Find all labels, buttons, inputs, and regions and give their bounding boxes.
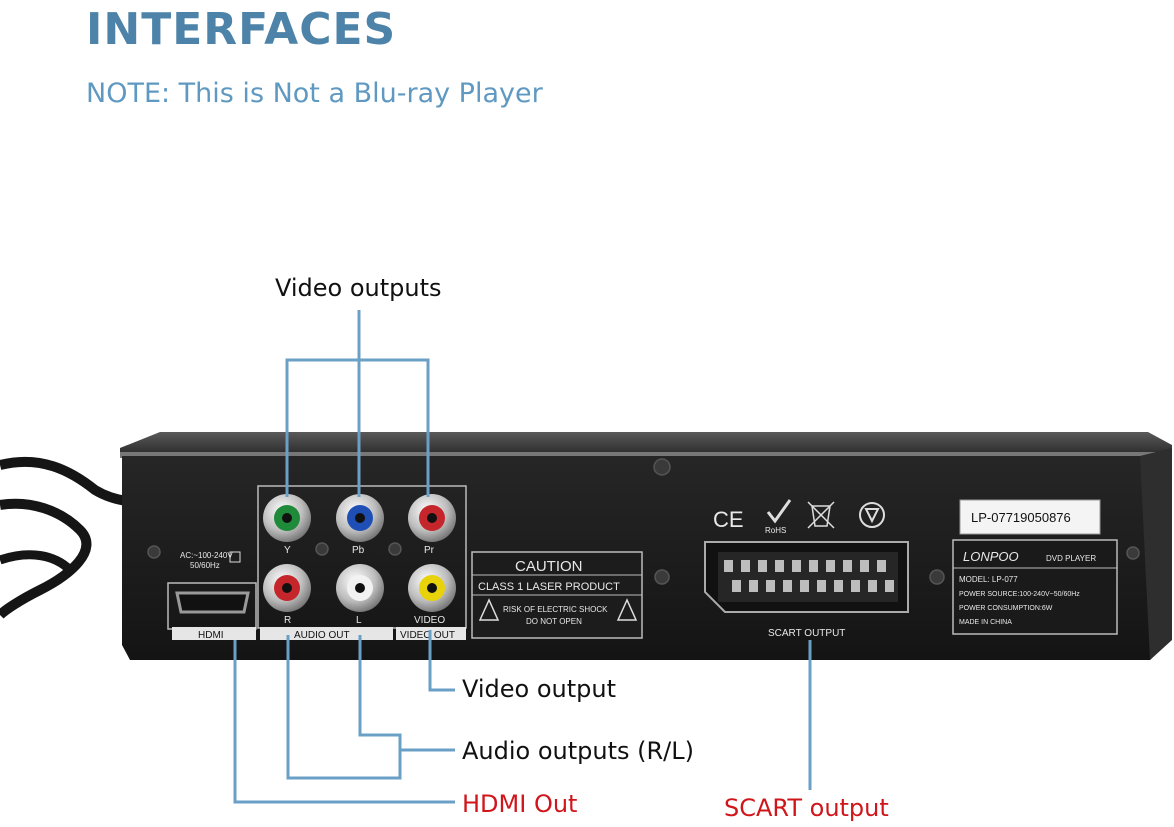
callout-audio-outputs: Audio outputs (R/L) [462,737,694,765]
scart-pin [741,560,750,572]
scart-pin [868,580,877,592]
scart-pin [732,580,741,592]
jack-y [263,494,311,542]
rohs-mark: RoHS [765,526,786,535]
recycle-icon [859,502,885,528]
jack-pr-label: Pr [424,545,435,556]
rohs-check-icon [766,499,792,524]
leader-audio-outputs [286,635,455,780]
double-insulation-icon [229,551,241,563]
jack-pb-label: Pb [352,545,365,556]
made-in: MADE IN CHINA [959,619,1012,626]
video-out-label: VIDEO OUT [400,630,455,641]
caution-title: CAUTION [515,558,583,575]
scart-pin [783,580,792,592]
leader-video-output [428,630,455,692]
jack-pb [336,494,384,542]
scart-pin [834,580,843,592]
warning-icon [616,598,638,621]
scart-pin [860,560,869,572]
power-source: POWER SOURCE:100-240V~50/60Hz [959,591,1080,598]
rating-plate: LONPOO DVD PLAYER MODEL: LP-077 POWER SO… [952,539,1118,635]
hdmi-label-bg [172,627,256,640]
player-top-lid [120,432,1172,455]
power-consumption: POWER CONSUMPTION:6W [959,605,1053,612]
weee-bin-icon [807,501,835,529]
product-type: DVD PLAYER [1046,554,1096,563]
leader-lines [233,310,812,804]
scart-pin [843,560,852,572]
scart-pin [792,560,801,572]
scart-port-label: SCART OUTPUT [768,628,845,639]
scart-pin [809,560,818,572]
scart-pin [885,580,894,592]
ac-voltage-label: AC:~100-240V [180,551,233,560]
scart-pin [749,580,758,592]
scart-pin [724,560,733,572]
jack-pr [408,494,456,542]
callout-video-output: Video output [462,675,617,703]
caution-open-text: DO NOT OPEN [526,617,582,626]
model-number: MODEL: LP-077 [959,575,1018,584]
jack-audio-l [336,564,384,612]
callout-scart-output: SCART output [724,794,889,822]
scart-pin [758,560,767,572]
jack-r-label: R [284,615,291,626]
hdmi-port [175,591,250,614]
scart-pin [800,580,809,592]
jack-y-label: Y [284,545,291,556]
caution-label: CAUTION CLASS 1 LASER PRODUCT RISK OF EL… [471,551,643,639]
scart-pins [724,560,894,592]
ac-frequency-label: 50/60Hz [190,561,220,570]
warning-icon [478,598,500,621]
serial-number: LP-07719050876 [971,510,1071,525]
scart-pin [826,560,835,572]
hdmi-port-label: HDMI [198,630,224,641]
jack-l-label: L [356,615,362,626]
page-title: INTERFACES [86,4,397,55]
note-text: NOTE: This is Not a Blu-ray Player [86,78,543,109]
jack-audio-r [263,564,311,612]
caution-shock-text: RISK OF ELECTRIC SHOCK [503,605,608,614]
scart-pin [817,580,826,592]
callout-hdmi-out: HDMI Out [462,790,578,818]
audio-out-label: AUDIO OUT [294,630,350,641]
jack-video [408,564,456,612]
leader-hdmi-out [233,640,455,804]
callout-video-outputs: Video outputs [275,274,442,302]
scart-pin [775,560,784,572]
ce-mark-icon: CE [713,507,744,532]
scart-pin [766,580,775,592]
panel-screws [147,458,1140,585]
scart-pin [877,560,886,572]
jack-video-label: VIDEO [414,615,445,626]
caution-class-text: CLASS 1 LASER PRODUCT [478,581,620,593]
lid-edge [120,452,1172,458]
panel-side [1140,448,1172,660]
brand-name: LONPOO [963,549,1019,564]
scart-connector [704,541,909,613]
scart-pin [851,580,860,592]
serial-sticker [959,499,1101,535]
